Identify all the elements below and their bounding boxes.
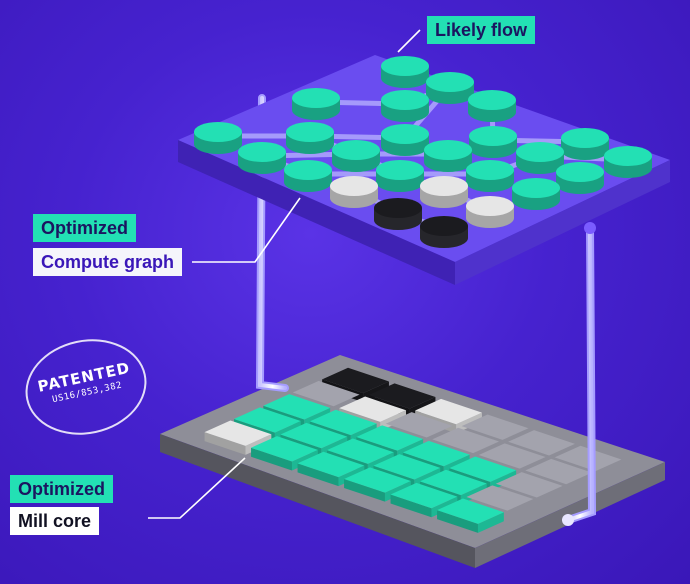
optimized-mill-tag: Optimized — [10, 475, 114, 503]
likely-flow-label: Likely flow — [427, 16, 536, 44]
label-leaders — [148, 29, 421, 519]
graph-node — [286, 122, 334, 154]
mill-tile — [461, 414, 529, 440]
graph-node — [424, 140, 472, 172]
graph-node — [426, 72, 474, 104]
mill-tile — [478, 443, 546, 469]
graph-node — [194, 122, 242, 154]
graph-node — [330, 176, 378, 208]
optimized-compute-tag: Optimized — [33, 214, 137, 242]
graph-node — [332, 140, 380, 172]
graph-node — [381, 90, 429, 122]
mill-tile — [495, 472, 563, 498]
graph-node — [381, 56, 429, 88]
mill-tile — [437, 498, 504, 533]
graph-node — [374, 198, 422, 230]
compute-graph-plane — [178, 55, 670, 285]
mill-tile — [385, 412, 453, 438]
mill-core-tiles — [204, 367, 622, 533]
graph-node — [469, 126, 517, 158]
graph-node — [284, 160, 332, 192]
graph-node — [420, 216, 468, 248]
graph-node — [468, 90, 516, 122]
graph-node — [376, 160, 424, 192]
compute-graph-nodes — [194, 56, 652, 248]
graph-node — [420, 176, 468, 208]
graph-node — [516, 142, 564, 174]
mill-tile — [466, 485, 534, 511]
compute-graph-label: Compute graph — [33, 248, 182, 276]
graph-node — [292, 88, 340, 120]
mill-tile — [432, 427, 500, 454]
mill-core-plane — [160, 355, 665, 568]
graph-node — [512, 178, 560, 210]
graph-node — [381, 124, 429, 156]
graph-node — [556, 162, 604, 194]
graph-node — [466, 160, 514, 192]
mill-tile — [292, 380, 360, 407]
mill-tile — [525, 458, 593, 485]
graph-node — [561, 128, 609, 160]
graph-node — [238, 142, 286, 174]
graph-node — [604, 146, 652, 178]
mill-tile — [508, 430, 575, 456]
graph-node — [466, 196, 514, 228]
mill-core-label: Mill core — [10, 507, 100, 535]
